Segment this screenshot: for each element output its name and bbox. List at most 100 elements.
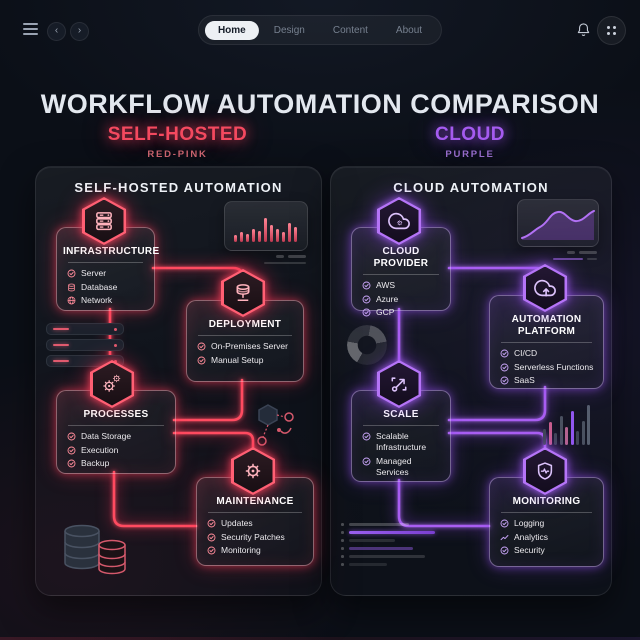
growth-arrow-icon bbox=[391, 377, 407, 392]
item-label: Security Patches bbox=[221, 531, 285, 542]
globe-icon bbox=[67, 296, 76, 305]
chevron-left-icon: ‹ bbox=[54, 25, 59, 36]
list-item: On-Premises Server bbox=[197, 341, 297, 352]
check-circle-icon bbox=[362, 308, 371, 317]
back-button[interactable]: ‹ bbox=[47, 22, 66, 41]
server-rack-illustration bbox=[46, 323, 124, 371]
list-item: Security bbox=[500, 545, 597, 556]
item-label: Scalable Infrastructure bbox=[376, 431, 427, 452]
legend-cloud-sublabel: PURPLE bbox=[445, 149, 495, 160]
legend-self-hosted-sublabel: RED-PINK bbox=[147, 149, 208, 160]
tab-content[interactable]: Content bbox=[332, 24, 368, 36]
hexagon-badge-maintenance bbox=[231, 447, 275, 495]
cloud-gear-icon bbox=[388, 212, 410, 230]
list-item: Updates bbox=[207, 518, 307, 529]
database-stack-illustration bbox=[64, 524, 126, 575]
item-label: Analytics bbox=[514, 531, 549, 542]
donut-chart-illustration bbox=[347, 325, 387, 365]
check-circle-icon bbox=[207, 546, 216, 555]
panel-cloud-title: CLOUD AUTOMATION bbox=[393, 180, 549, 195]
check-circle-icon bbox=[362, 281, 371, 290]
list-item: Execution bbox=[67, 445, 169, 456]
card-title: AUTOMATION PLATFORM bbox=[511, 314, 582, 337]
shield-pulse-icon bbox=[537, 462, 553, 480]
apps-grid-button[interactable] bbox=[597, 16, 626, 45]
tab-home[interactable]: Home bbox=[204, 20, 259, 40]
list-item: Monitoring bbox=[207, 545, 307, 556]
check-circle-icon bbox=[67, 459, 76, 468]
hexagon-badge-cloud-provider bbox=[377, 197, 421, 245]
hexagon-badge-monitoring bbox=[523, 447, 567, 495]
list-item: AWS bbox=[362, 280, 444, 291]
tab-design[interactable]: Design bbox=[273, 24, 305, 36]
item-label: Data Storage bbox=[81, 431, 132, 441]
item-label: Monitoring bbox=[221, 545, 261, 555]
check-circle-icon bbox=[500, 546, 509, 555]
item-label: AWS bbox=[376, 280, 396, 290]
panel-cloud: CLOUD AUTOMATION bbox=[330, 166, 612, 596]
check-circle-icon bbox=[67, 446, 76, 455]
list-item: Serverless Functions bbox=[500, 362, 597, 373]
hexagon-badge-scale bbox=[377, 360, 421, 408]
item-label: Manual Setup bbox=[211, 354, 264, 365]
hamburger-menu-icon[interactable] bbox=[23, 23, 38, 38]
list-item: SaaS bbox=[500, 375, 597, 386]
molecule-illustration bbox=[257, 404, 294, 446]
check-circle-icon bbox=[362, 432, 371, 441]
check-circle-icon bbox=[207, 519, 216, 528]
hexagon-badge-infrastructure bbox=[82, 197, 126, 245]
check-circle-icon bbox=[500, 376, 509, 385]
item-label: GCP bbox=[376, 307, 395, 317]
top-nav: ‹ › Home Design Content About bbox=[0, 0, 640, 56]
legend-self-hosted: SELF-HOSTED RED-PINK bbox=[35, 124, 320, 160]
hexagon-badge-automation-platform bbox=[523, 264, 567, 312]
legend-self-hosted-label: SELF-HOSTED bbox=[107, 124, 248, 145]
bell-icon[interactable] bbox=[576, 22, 591, 38]
list-item: Manual Setup bbox=[197, 355, 297, 366]
cloud-upload-icon bbox=[534, 279, 556, 297]
item-label: Managed Services bbox=[376, 455, 412, 477]
card-maintenance: MAINTENANCE Updates Security Patches Mon… bbox=[196, 477, 314, 566]
list-item: Security Patches bbox=[207, 532, 307, 543]
check-circle-icon bbox=[362, 295, 371, 304]
list-item: Logging bbox=[500, 518, 597, 529]
legend-cloud-label: CLOUD bbox=[434, 124, 506, 145]
item-label: Security bbox=[514, 545, 545, 555]
check-circle-icon bbox=[500, 519, 509, 528]
check-circle-icon bbox=[197, 356, 206, 365]
check-circle-icon bbox=[67, 269, 76, 278]
server-icon bbox=[96, 212, 112, 231]
list-item: Data Storage bbox=[67, 431, 169, 442]
list-item: Analytics bbox=[500, 532, 597, 543]
bar-sparkline-illustration bbox=[543, 399, 590, 445]
card-title: PROCESSES bbox=[83, 409, 149, 420]
gears-icon bbox=[103, 374, 121, 392]
list-item: Database bbox=[67, 282, 148, 293]
list-item: Scalable Infrastructure bbox=[362, 431, 444, 453]
database-network-icon bbox=[236, 284, 250, 302]
item-label: Database bbox=[81, 281, 118, 292]
item-label: Network bbox=[81, 295, 113, 305]
tab-about[interactable]: About bbox=[395, 24, 423, 36]
check-circle-icon bbox=[207, 533, 216, 542]
card-title: MAINTENANCE bbox=[216, 496, 294, 507]
hexagon-badge-processes bbox=[90, 360, 134, 408]
list-item: Managed Services bbox=[362, 456, 444, 478]
card-title: SCALE bbox=[383, 409, 419, 420]
list-item: GCP bbox=[362, 307, 444, 318]
item-label: Server bbox=[81, 268, 107, 278]
bottom-accent-glow bbox=[0, 637, 640, 640]
list-item: CI/CD bbox=[500, 348, 597, 359]
list-skeleton-illustration bbox=[341, 523, 435, 571]
card-title: MONITORING bbox=[512, 496, 581, 507]
panel-self-hosted-title: SELF-HOSTED AUTOMATION bbox=[74, 180, 283, 195]
list-item: Backup bbox=[67, 458, 169, 469]
legend-cloud: CLOUD PURPLE bbox=[330, 124, 610, 160]
card-title: DEPLOYMENT bbox=[208, 319, 282, 330]
hexagon-badge-deployment bbox=[221, 269, 265, 317]
grid-dots-icon bbox=[607, 26, 616, 35]
bar-chart-widget bbox=[224, 201, 308, 251]
check-circle-icon bbox=[67, 432, 76, 441]
forward-button[interactable]: › bbox=[70, 22, 89, 41]
page-title: WORKFLOW AUTOMATION COMPARISON bbox=[40, 89, 600, 120]
